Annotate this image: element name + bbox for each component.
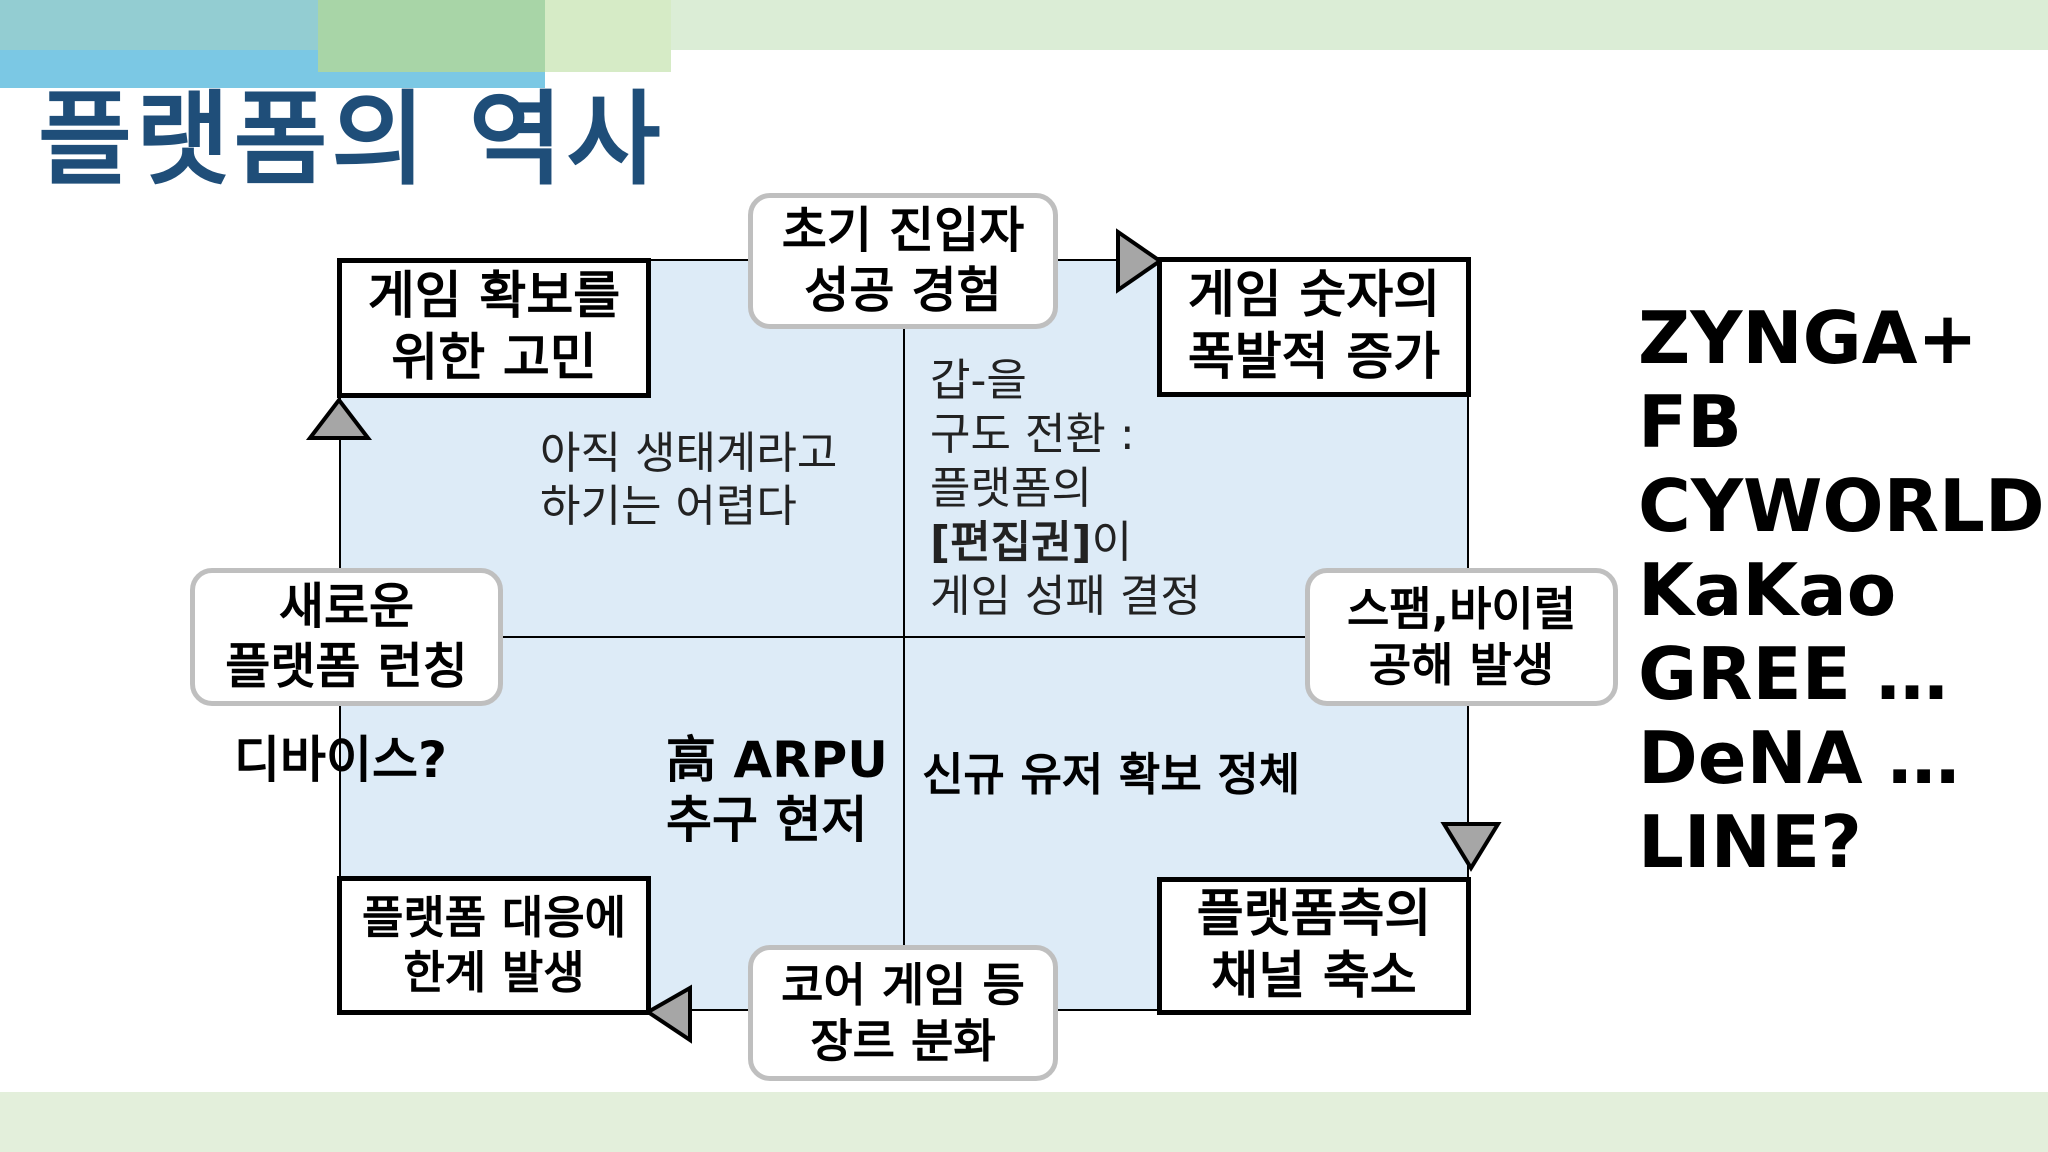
company-list: ZYNGA+ FB CYWORLD KaKao GREE … DeNA … LI… xyxy=(1638,296,2045,884)
footer-band xyxy=(0,1092,2048,1152)
header-band-teal xyxy=(0,0,318,50)
arrow-down-icon xyxy=(1440,822,1502,872)
company-item: KaKao xyxy=(1638,548,1897,632)
header-band-pale-green xyxy=(545,0,671,72)
company-item: CYWORLD xyxy=(1638,464,2045,548)
company-item: GREE … xyxy=(1638,632,1948,716)
quadrant-bottom-right-text: 신규 유저 확보 정체 xyxy=(922,748,1301,801)
company-item: FB xyxy=(1638,380,1743,464)
company-item: ZYNGA+ xyxy=(1638,296,1978,380)
arrow-up-icon xyxy=(305,396,373,440)
device-note: 디바이스? xyxy=(234,731,448,789)
page-title: 플랫폼의 역사 xyxy=(38,81,665,200)
arrow-right-icon xyxy=(1116,228,1164,294)
header-band-green xyxy=(318,0,545,72)
arrow-left-icon xyxy=(644,984,692,1044)
editorial-right-label: [편집권] xyxy=(930,517,1092,568)
quadrant-top-right-text: 갑-을 구도 전환 : 플랫폼의 [편집권]이 게임 성패 결정 xyxy=(930,355,1201,622)
company-item: LINE? xyxy=(1638,800,1862,884)
company-item: DeNA … xyxy=(1638,716,1960,800)
